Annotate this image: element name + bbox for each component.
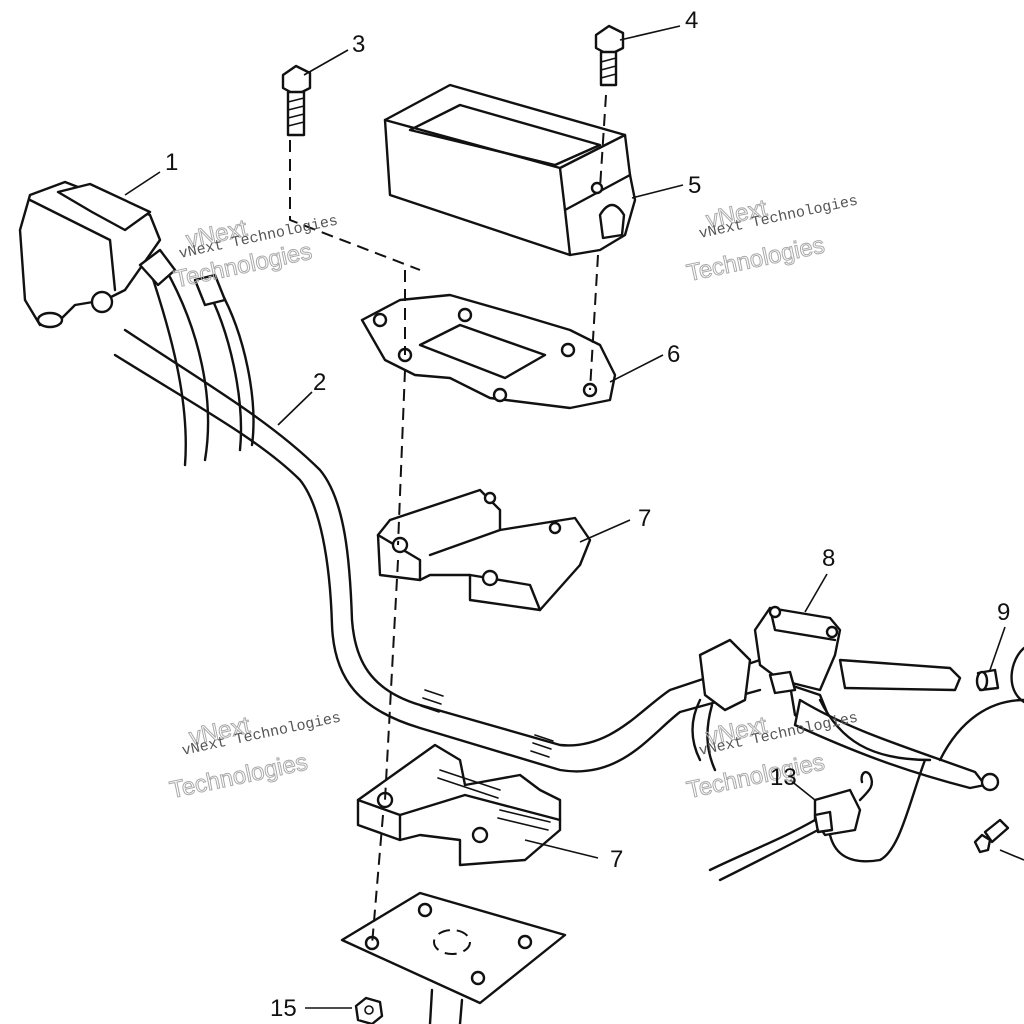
callout-2: 2 <box>313 369 326 396</box>
callout-8: 8 <box>822 545 835 572</box>
watermarks: vNext vNext Technologies Technologies vN… <box>167 193 860 805</box>
right-control-assembly <box>691 605 1000 792</box>
nut-15 <box>354 996 384 1024</box>
mounting-plate <box>340 891 567 1024</box>
lower-clamp <box>356 743 562 867</box>
switch-connector-13 <box>708 698 1024 882</box>
callout-7-lower: 7 <box>610 846 623 873</box>
leader-lines <box>124 25 1024 1009</box>
callout-5: 5 <box>688 172 701 199</box>
bolt-3 <box>281 64 312 137</box>
callout-9: 9 <box>997 599 1010 626</box>
left-control-switch <box>18 180 227 329</box>
callout-15: 15 <box>270 995 297 1022</box>
callout-6: 6 <box>667 341 680 368</box>
handlebar-cover <box>383 83 637 257</box>
watermark-top-left: vNext vNext Technologies Technologies <box>171 213 339 294</box>
gasket-plate <box>360 293 617 410</box>
grip-end-9 <box>975 646 1024 704</box>
screw-right <box>973 818 1010 854</box>
watermark-bottom-left: vNext vNext Technologies Technologies <box>167 710 343 805</box>
assembly-lines <box>289 94 607 946</box>
callout-4: 4 <box>685 7 698 34</box>
bolt-4 <box>594 24 625 87</box>
callout-numbers: 1 2 3 4 5 6 7 7 8 9 13 15 <box>165 7 1010 1022</box>
callout-1: 1 <box>165 149 178 176</box>
callout-3: 3 <box>352 31 365 58</box>
upper-clamp <box>376 488 592 612</box>
handlebar <box>113 328 762 773</box>
callout-7-upper: 7 <box>638 505 651 532</box>
callout-13: 13 <box>770 764 797 791</box>
watermark-top-right: vNext vNext Technologies Technologies <box>684 193 860 288</box>
